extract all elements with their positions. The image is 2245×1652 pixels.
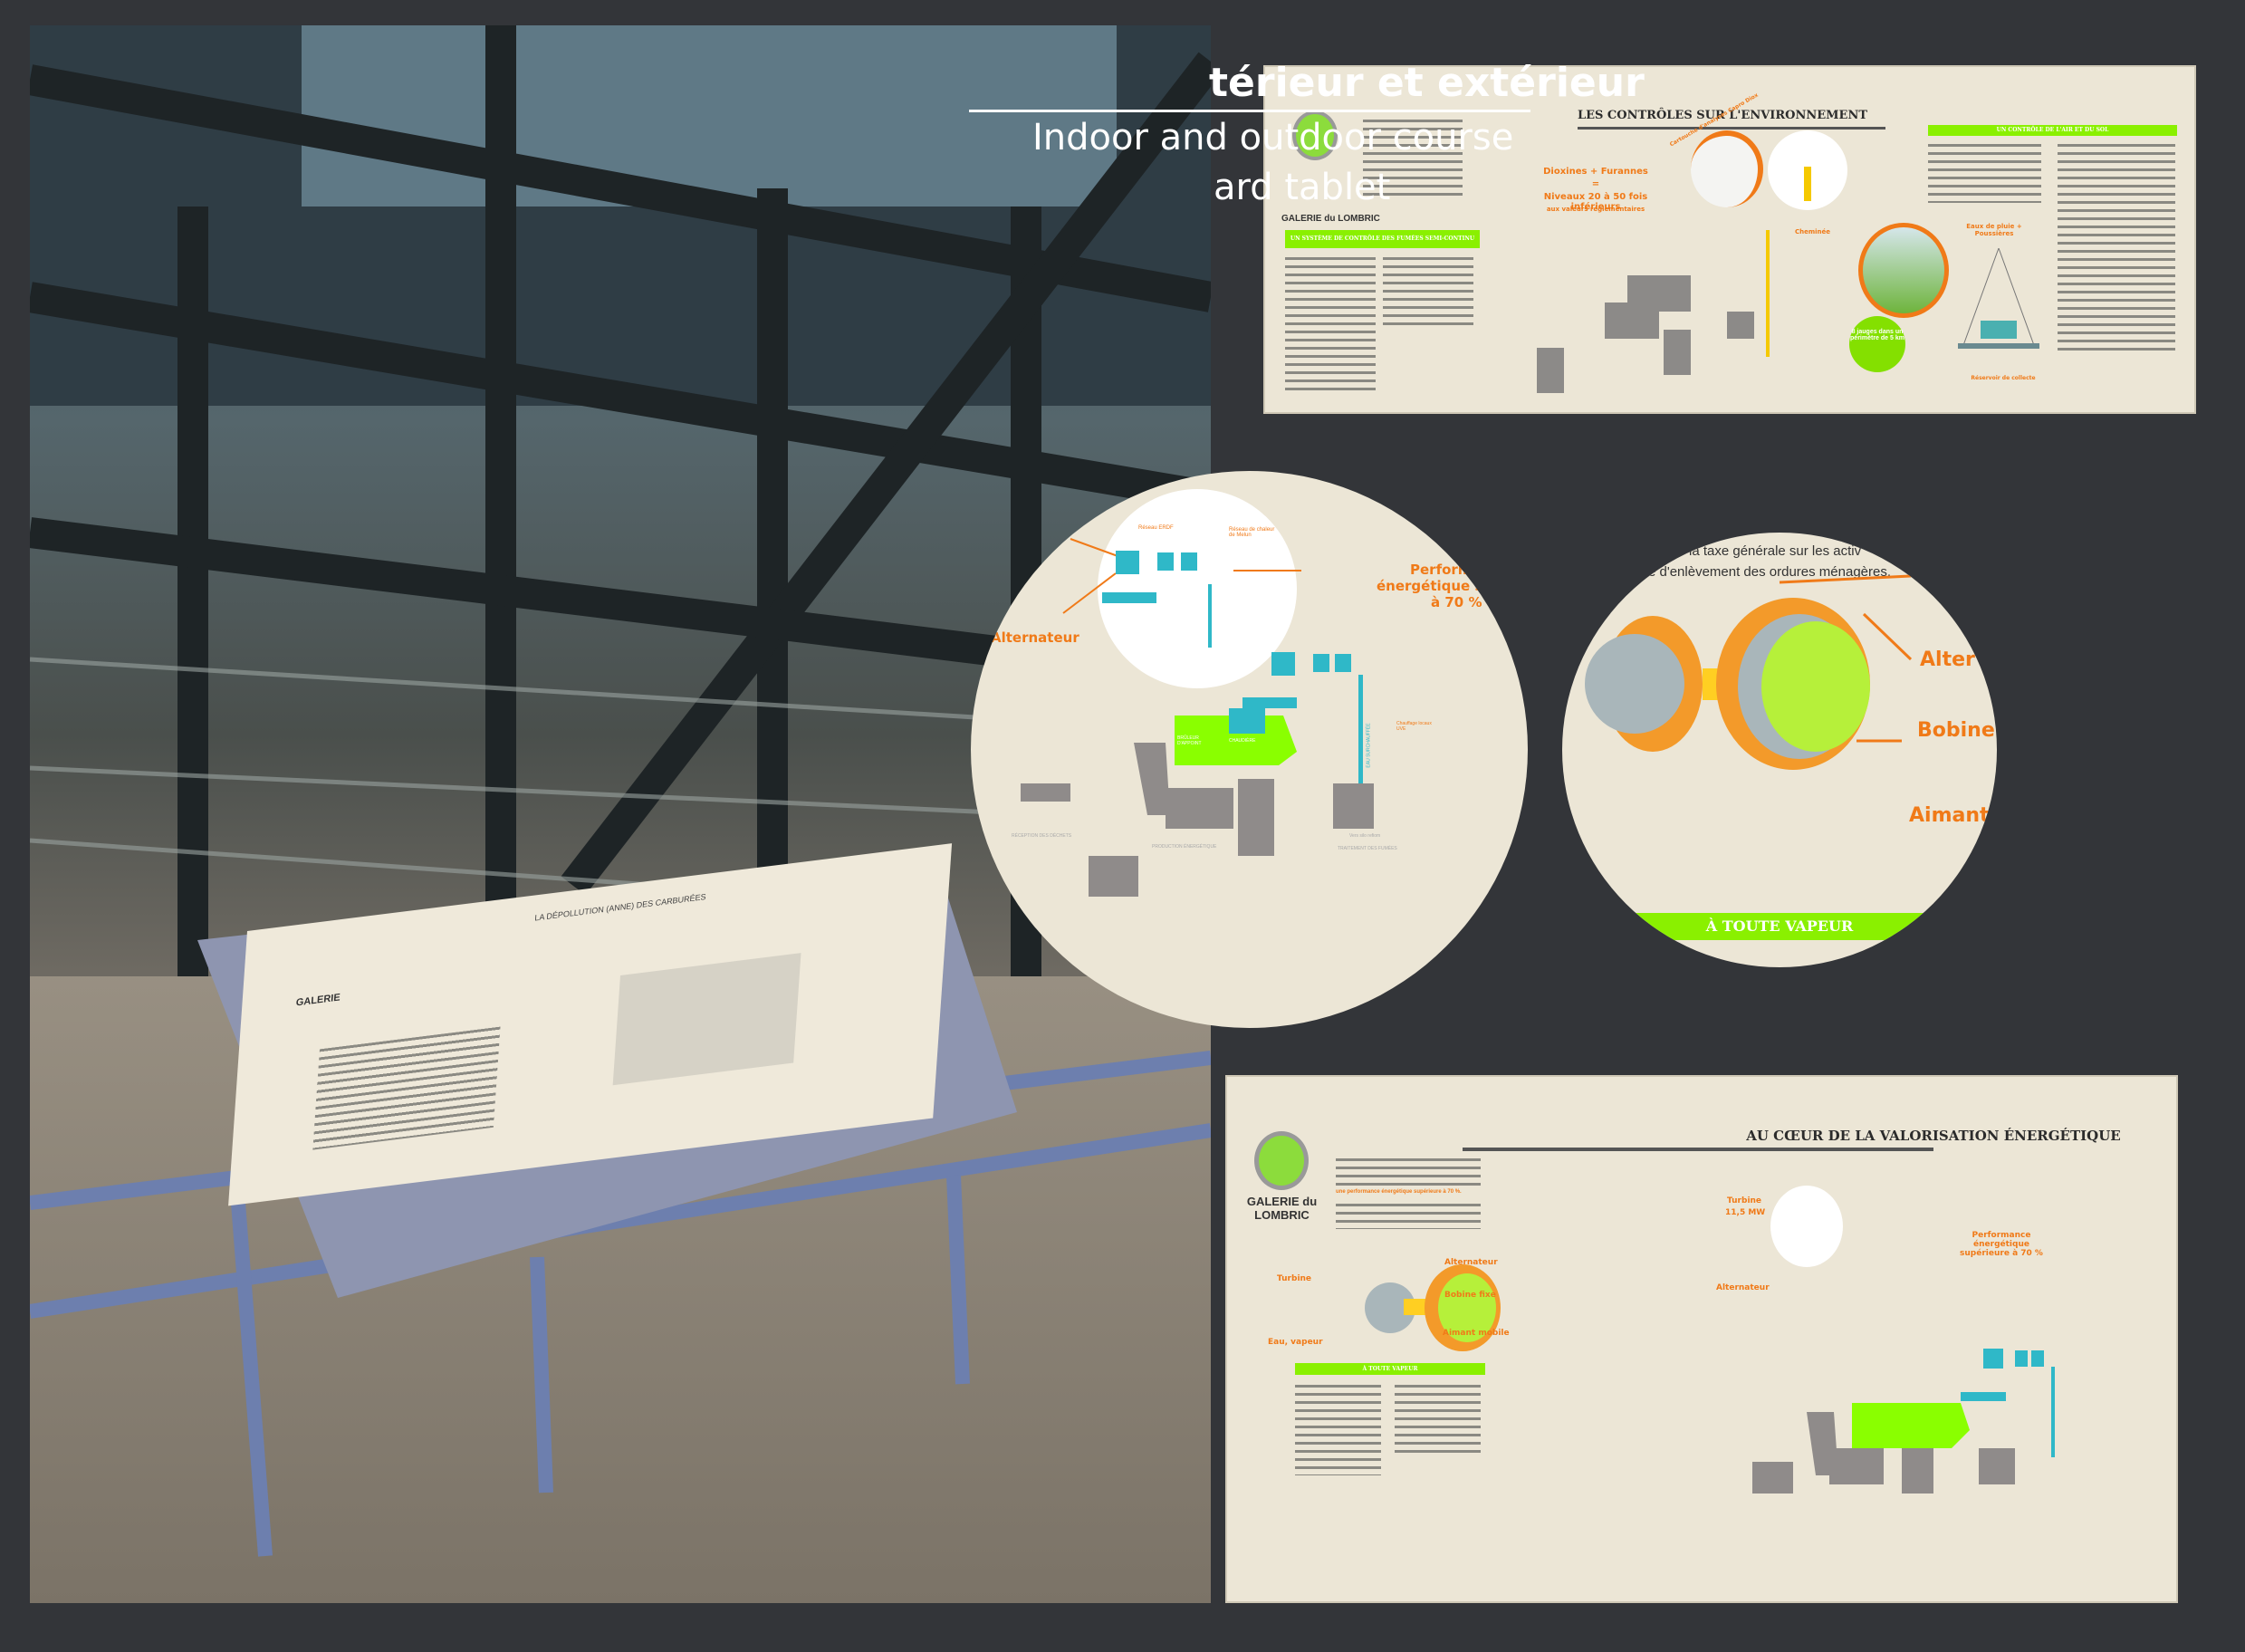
overlay-title-en-2: ard tablet: [1214, 167, 1391, 208]
chimney-label: Cheminée: [1795, 228, 1831, 235]
plant-diagram: [1537, 230, 1770, 393]
panel-title: LES CONTRÔLES SUR L'ENVIRONNEMENT: [1577, 109, 1868, 122]
right-column-text-1: [1928, 144, 2041, 203]
title-rule: [1578, 127, 1885, 130]
reseau-chaleur-label: Réseau de chaleur de Melun: [1229, 527, 1275, 538]
toute-vapeur-banner: À TOUTE VAPEUR: [1626, 913, 1933, 940]
chimney-circle: [1768, 130, 1847, 210]
turbine-alternator-illustration: [1585, 574, 1913, 770]
turbine-mw-label-1: Turbine: [1727, 1196, 1762, 1205]
magnified-circle-alternator: la taxe générale sur les activ e d'enlèv…: [1562, 533, 1997, 967]
aimant-label: Aimant mobile: [1443, 1329, 1510, 1338]
overlay-title-fr: térieur et extérieur: [1209, 60, 1645, 106]
jauges-badge: 8 jauges dans un périmètre de 5 km: [1849, 316, 1905, 372]
sign-text: [312, 1026, 501, 1150]
overlay-title-rule: [969, 110, 1530, 112]
sign-title: LA DÉPOLLUTION (ANNE) DES CARBURÉES: [534, 891, 706, 923]
right-column-text-2: [2058, 144, 2175, 352]
jauges-text: 8 jauges dans un périmètre de 5 km: [1850, 329, 1904, 341]
logo-text: GALERIE du LOMBRIC: [1281, 214, 1380, 224]
callout-dioxines: Dioxines + Furannes: [1543, 167, 1648, 177]
aimant-label: Aimant: [1909, 804, 1990, 827]
circle-text-1: la taxe générale sur les activ: [1689, 543, 1862, 559]
performance-label-2: énergétique sup: [1377, 578, 1502, 594]
reseau-erdf-label: Réseau ERDF: [1138, 525, 1174, 531]
traitement-label: TRAITEMENT DES FUMÉES: [1338, 846, 1397, 851]
intro-text: [1363, 120, 1463, 201]
section-left-banner: UN SYSTÈME DE CONTRÔLE DES FUMÉES SEMI-C…: [1285, 230, 1480, 248]
left-column-text-2: [1383, 257, 1473, 330]
left-column-text: [1285, 257, 1376, 393]
galerie-logo: [1292, 110, 1338, 160]
intro-highlight: une performance énergétique supérieure à…: [1336, 1189, 1462, 1195]
bobine-label: Bobine fixe: [1444, 1291, 1496, 1300]
performance-label-3: à 70 %: [1431, 594, 1482, 610]
chaudiere-label: CHAUDIÈRE: [1229, 738, 1256, 744]
bobine-label: Bobine: [1917, 719, 1995, 742]
intro-text: [1336, 1158, 1481, 1186]
callout-niveaux: Niveaux 20 à 50 fois inférieurs: [1543, 192, 1648, 212]
reception-label: RÉCEPTION DES DÉCHETS: [1012, 833, 1072, 839]
circle-text-2: e d'enlèvement des ordures ménagères.: [1648, 564, 1892, 580]
intro-text-2: [1336, 1204, 1481, 1229]
industrial-hall-photo: LA DÉPOLLUTION (ANNE) DES CARBURÉES GALE…: [30, 25, 1211, 1603]
toute-vapeur-banner: À TOUTE VAPEUR: [1295, 1363, 1485, 1375]
collector-diagram: [1958, 248, 2039, 349]
eau-surchauffee-label: EAU SURCHAUFFÉE: [1366, 723, 1372, 768]
alternateur-label: Alter: [1920, 648, 1975, 671]
callout-equals: =: [1591, 179, 1600, 189]
title-rule: [1463, 1148, 1933, 1151]
performance-label-1: Performa: [1410, 562, 1482, 578]
plant-schematic: [1021, 538, 1374, 897]
rain-label: Eaux de pluie + Poussières: [1966, 223, 2022, 237]
alternateur-label: Alternateur: [1444, 1258, 1498, 1267]
silo-label: Vers silo refiom: [1349, 833, 1381, 839]
panel-title: AU CŒUR DE LA VALORISATION ÉNERGÉTIQUE: [1746, 1128, 2121, 1144]
body-text-col-2: [1395, 1385, 1481, 1457]
capro-diox-circle: [1691, 130, 1763, 207]
magnified-circle-plant-diagram: Alternateur Performa énergétique sup à 7…: [971, 471, 1528, 1028]
plant-schematic: [1752, 1349, 2055, 1494]
chauffage-label: Chauffage locaux UVE: [1396, 721, 1432, 732]
inner-white-circle: [1098, 489, 1297, 688]
bottom-panel-energy-recovery: GALERIE du LOMBRIC une performance énerg…: [1225, 1075, 2178, 1603]
body-text-col-1: [1295, 1385, 1381, 1475]
bruleur-label: BRÛLEUR D'APPOINT: [1177, 735, 1202, 746]
alternateur-label: Alternateur: [991, 629, 1079, 646]
sign-diagram: [612, 953, 801, 1086]
rain-gauge-photo: [1858, 223, 1949, 318]
callout-valeurs: aux valeurs réglementaires: [1546, 206, 1645, 213]
top-panel-environment-controls: GALERIE du LOMBRIC UN SYSTÈME DE CONTRÔL…: [1263, 65, 2196, 414]
alternateur-diagram-label: Alternateur: [1716, 1283, 1770, 1292]
section-right-banner: UN CONTRÔLE DE L'AIR ET DU SOL: [1928, 125, 2177, 136]
alternator-illustration: [1365, 1264, 1501, 1351]
eau-vapeur-label: Eau, vapeur: [1268, 1338, 1323, 1347]
turbine-mw-label-2: 11,5 MW: [1725, 1208, 1766, 1217]
turbine-label: Turbine: [1277, 1274, 1312, 1283]
sign-logo: GALERIE: [295, 992, 341, 1009]
reservoir-label: Réservoir de collecte: [1971, 375, 2036, 381]
inner-white-circle: [1770, 1186, 1843, 1267]
overlay-title-en-1: Indoor and outdoor course: [1032, 117, 1514, 158]
performance-label: Performance énergétique supérieure à 70 …: [1960, 1231, 2043, 1258]
production-label: PRODUCTION ÉNERGÉTIQUE: [1152, 844, 1217, 850]
logo-text: GALERIE du LOMBRIC: [1246, 1195, 1318, 1222]
galerie-logo: [1254, 1131, 1309, 1190]
